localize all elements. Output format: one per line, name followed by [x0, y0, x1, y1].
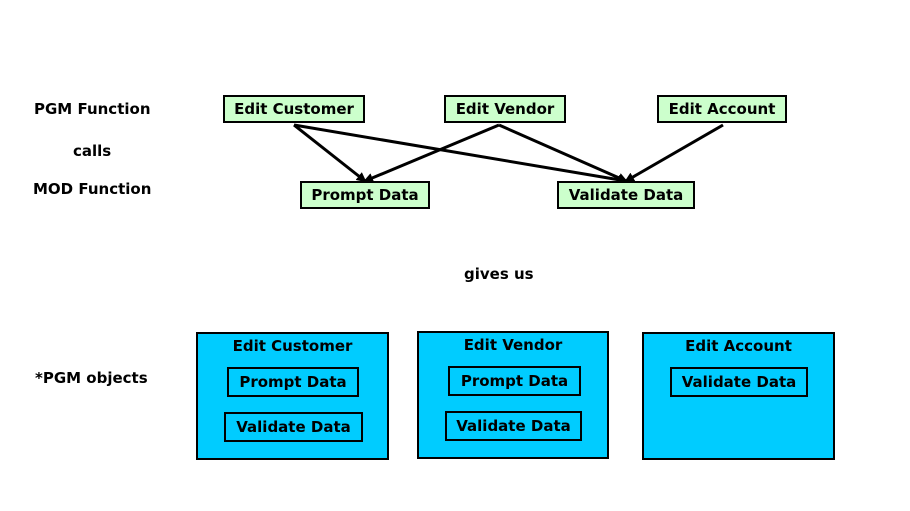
pgm-object-edit-customer: Edit Customer Prompt Data Validate Data: [196, 332, 389, 460]
pgm-object-module-validate-data: Validate Data: [670, 367, 808, 397]
call-arrow-edit-vendor-to-validate-data: [498, 123, 628, 183]
call-arrow-edit-customer-to-prompt-data: [293, 123, 367, 183]
pgm-function-edit-vendor: Edit Vendor: [444, 95, 566, 123]
pgm-function-label: PGM Function: [34, 100, 151, 118]
mod-function-validate-data: Validate Data: [557, 181, 695, 209]
call-arrow-edit-customer-to-validate-data: [293, 123, 628, 185]
call-arrow-edit-account-to-validate-data: [624, 123, 724, 183]
pgm-object-title: Edit Vendor: [463, 336, 563, 354]
mod-function-label: MOD Function: [33, 180, 152, 198]
pgm-object-edit-vendor: Edit Vendor Prompt Data Validate Data: [417, 331, 609, 459]
pgm-object-module-prompt-data: Prompt Data: [448, 366, 581, 396]
pgm-object-title: Edit Customer: [232, 337, 353, 355]
pgm-function-edit-account: Edit Account: [657, 95, 787, 123]
pgm-object-module-validate-data: Validate Data: [445, 411, 582, 441]
calls-label: calls: [73, 142, 112, 160]
pgm-object-module-validate-data: Validate Data: [224, 412, 363, 442]
pgm-object-module-prompt-data: Prompt Data: [227, 367, 359, 397]
mod-function-prompt-data: Prompt Data: [300, 181, 430, 209]
gives-us-label: gives us: [464, 265, 534, 283]
pgm-function-edit-customer: Edit Customer: [223, 95, 365, 123]
pgm-objects-label: *PGM objects: [35, 369, 148, 387]
pgm-object-title: Edit Account: [685, 337, 792, 355]
pgm-object-edit-account: Edit Account Validate Data: [642, 332, 835, 460]
call-arrow-edit-vendor-to-prompt-data: [363, 123, 500, 183]
